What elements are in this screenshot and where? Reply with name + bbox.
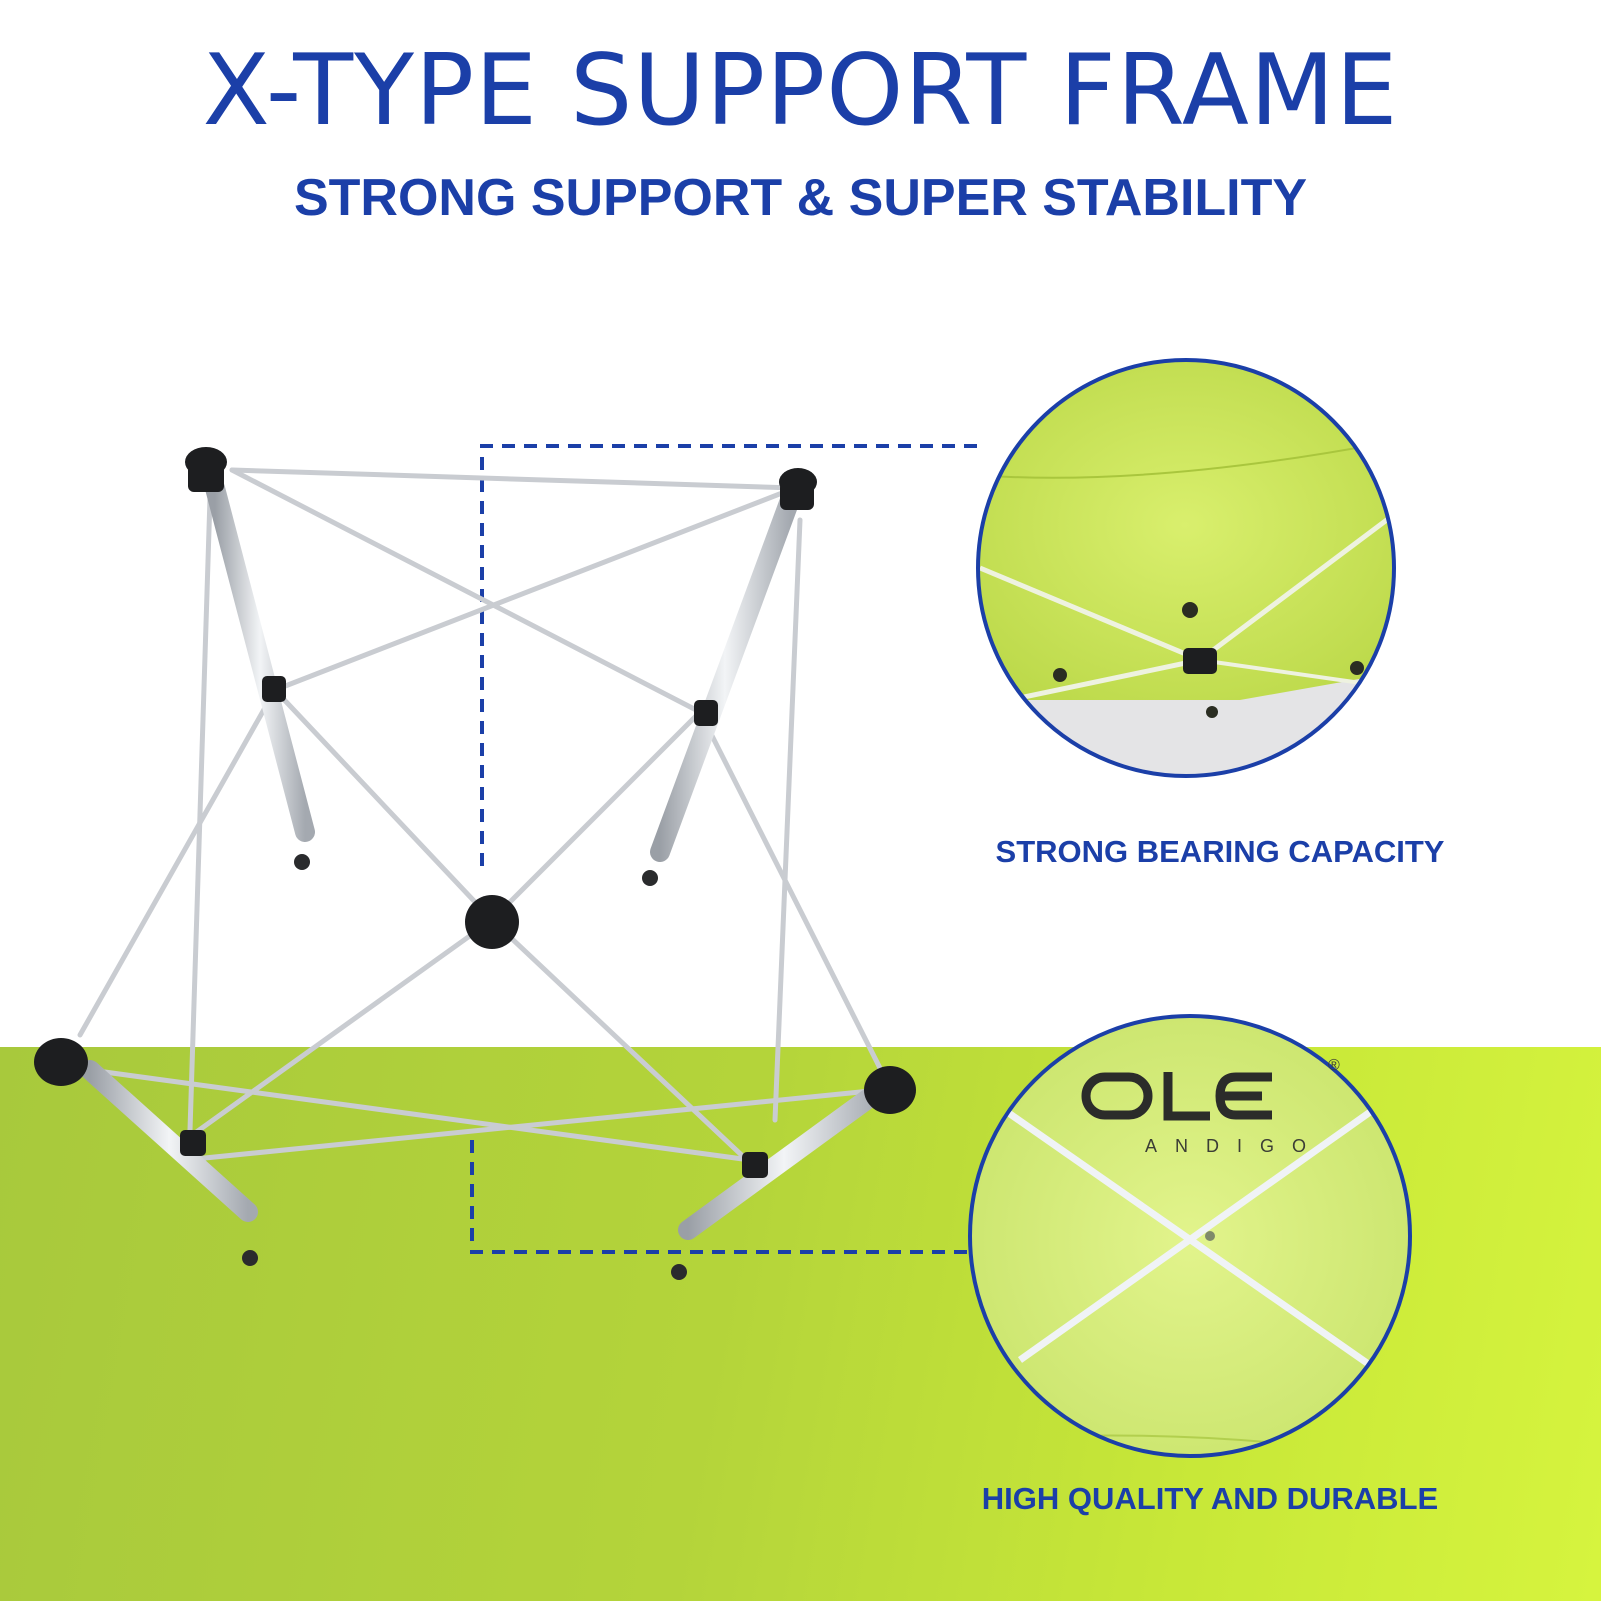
frame-joints — [34, 447, 916, 1178]
frame-struts — [77, 467, 888, 1166]
ole-logo: ANDIGO ® — [1081, 1057, 1340, 1156]
caption-bearing-capacity: STRONG BEARING CAPACITY — [995, 834, 1445, 869]
callout-connector-bottom — [470, 1140, 970, 1254]
callout-circle-durable — [968, 1014, 1412, 1458]
page-subtitle: STRONG SUPPORT & SUPER STABILITY — [293, 169, 1308, 227]
frame-legs — [80, 478, 890, 1240]
callout-connector-top — [480, 444, 980, 866]
caption-high-quality: HIGH QUALITY AND DURABLE — [981, 1481, 1439, 1516]
svg-text:ANDIGO: ANDIGO — [1145, 1136, 1324, 1156]
svg-text:®: ® — [1328, 1057, 1340, 1074]
callout-circle-bearing — [976, 358, 1396, 778]
frame-casters — [242, 854, 687, 1280]
page-title: X-TYPE SUPPORT FRAME — [202, 34, 1399, 148]
